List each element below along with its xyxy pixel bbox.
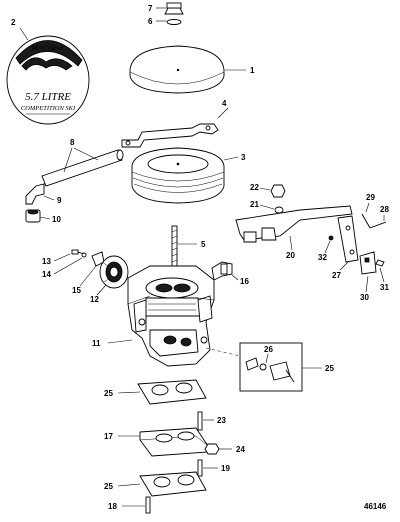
callout-27: 26: [264, 345, 273, 354]
callout-20: 20: [286, 251, 295, 260]
air-cleaner-cover: [129, 45, 225, 94]
callout-15: 15: [72, 286, 81, 295]
logo-brand: MerCruiser: [30, 44, 64, 52]
callout-16: 16: [240, 277, 249, 286]
callout-28: 27: [332, 271, 341, 280]
clip-33: [328, 235, 334, 241]
callout-23: 23: [217, 416, 226, 425]
callout-4: 4: [222, 99, 227, 108]
carburetor: [127, 265, 215, 367]
callout-25-lower: 25: [104, 482, 113, 491]
flame-arrestor: [131, 147, 225, 204]
kit-box: [239, 342, 303, 392]
callout-7: 7: [148, 4, 153, 13]
callout-26: 25: [325, 364, 334, 373]
callout-32: 31: [380, 283, 389, 292]
callout-5: 5: [201, 240, 206, 249]
callout-3: 3: [241, 153, 246, 162]
callout-22: 22: [250, 183, 259, 192]
stud-18: [145, 496, 151, 514]
callout-21: 21: [250, 200, 259, 209]
clip-bracket-31: [359, 251, 377, 275]
lock-washer-14: [81, 252, 87, 258]
callout-11: 11: [92, 339, 101, 348]
gasket-lower: [139, 471, 207, 497]
vent-hose: [41, 149, 124, 187]
callout-10: 10: [52, 215, 61, 224]
callout-9: 9: [57, 196, 62, 205]
throttle-bracket: [235, 205, 353, 243]
choke-cover: [99, 255, 129, 289]
callout-25: 25: [104, 389, 113, 398]
fuel-inlet-fitting: [211, 261, 233, 281]
callout-24: 24: [236, 445, 245, 454]
link-plate: [337, 215, 359, 263]
carburetor-spacer: [139, 427, 209, 457]
decal-logo: MerCruiser 5.7 LITRE COMPETITION SKI: [6, 35, 90, 125]
callout-1: 1: [250, 66, 255, 75]
bolt-32: [375, 259, 385, 267]
callout-29: 28: [380, 205, 389, 214]
gasket-upper: [137, 379, 207, 405]
callout-14: 14: [42, 270, 51, 279]
grommet: [25, 209, 41, 223]
callout-6: 6: [148, 17, 153, 26]
bolt-30: [361, 213, 371, 229]
stud: [171, 225, 178, 273]
logo-line2: COMPETITION SKI: [21, 105, 76, 112]
screw-29: [369, 221, 387, 229]
callout-12: 12: [90, 295, 99, 304]
spacer-21: [274, 206, 284, 214]
callout-18: 18: [108, 502, 117, 511]
callout-33: 32: [318, 253, 327, 262]
callout-17: 17: [104, 432, 113, 441]
support-bracket: [121, 123, 219, 148]
callout-13: 13: [42, 257, 51, 266]
nut-24: [204, 443, 220, 455]
washer: [166, 19, 182, 25]
callout-8: 8: [70, 138, 75, 147]
figure-number: 46146: [364, 502, 387, 511]
stud-23: [197, 411, 203, 431]
elbow-fitting: [25, 183, 45, 205]
callout-19: 19: [221, 464, 230, 473]
logo-line1: 5.7 LITRE: [25, 91, 71, 103]
nut-22: [270, 184, 286, 198]
callout-30: 29: [366, 193, 375, 202]
callout-2: 2: [11, 18, 16, 27]
stud-19: [197, 459, 203, 477]
callout-31: 30: [360, 293, 369, 302]
wing-nut: [164, 2, 184, 15]
